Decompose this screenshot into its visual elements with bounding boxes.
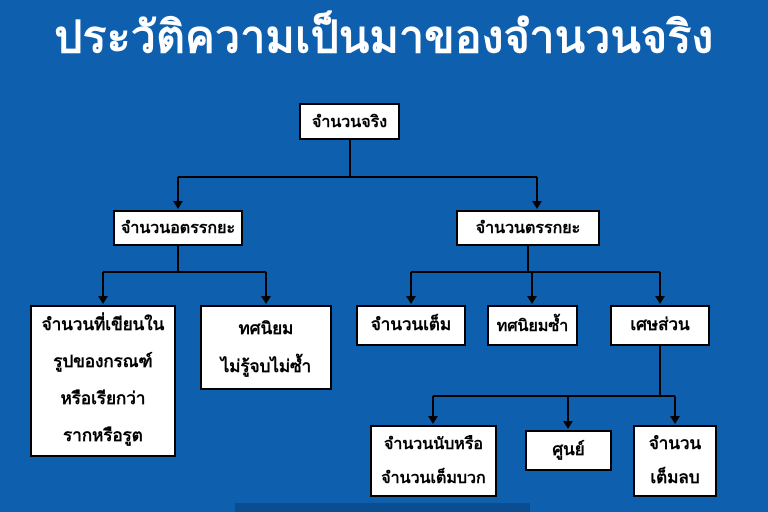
node-label-line: ไม่รู้จบไม่ซ้ำ bbox=[220, 356, 312, 377]
node-label: จำนวนอตรรกยะ bbox=[120, 218, 236, 238]
node-label: เศษส่วน bbox=[630, 315, 690, 336]
node-label: ศูนย์ bbox=[552, 440, 585, 461]
node-label: จำนวนเต็ม bbox=[370, 315, 452, 336]
node-integers: จำนวนเต็ม bbox=[356, 305, 466, 346]
node-label: จำนวนตรรกยะ bbox=[475, 218, 581, 238]
node-real-numbers: จำนวนจริง bbox=[299, 103, 400, 140]
node-label-line: หรือเรียกว่า bbox=[60, 389, 146, 409]
node-repeating-decimal: ทศนิยมซ้ำ bbox=[487, 305, 578, 346]
node-irrational-numbers: จำนวนอตรรกยะ bbox=[113, 210, 243, 246]
node-label-line: จำนวนนับหรือ bbox=[383, 434, 484, 453]
page-title: ประวัติความเป็นมาของจำนวนจริง bbox=[54, 12, 714, 63]
node-nonrepeating-decimal: ทศนิยม ไม่รู้จบไม่ซ้ำ bbox=[200, 305, 332, 390]
node-label: ทศนิยมซ้ำ bbox=[496, 315, 569, 335]
bottom-strip bbox=[235, 503, 530, 512]
node-label-line: จำนวนที่เขียนใน bbox=[41, 315, 165, 335]
node-rational-numbers: จำนวนตรรกยะ bbox=[456, 210, 600, 246]
node-label-line: ทศนิยม bbox=[238, 318, 294, 339]
node-radical-form: จำนวนที่เขียนใน รูปของกรณฑ์ หรือเรียกว่า… bbox=[30, 305, 176, 457]
node-label-line: จำนวนเต็มบวก bbox=[381, 468, 486, 487]
node-negative-integers: จำนวน เต็มลบ bbox=[633, 425, 717, 497]
node-label-line: เต็มลบ bbox=[650, 468, 700, 488]
node-zero: ศูนย์ bbox=[525, 430, 612, 471]
node-label-line: จำนวน bbox=[648, 434, 702, 454]
node-label: จำนวนจริง bbox=[312, 111, 387, 131]
node-label-line: รากหรือรูต bbox=[63, 426, 143, 446]
node-counting-positive-integers: จำนวนนับหรือ จำนวนเต็มบวก bbox=[370, 425, 497, 497]
node-label-line: รูปของกรณฑ์ bbox=[53, 352, 153, 372]
node-fractions: เศษส่วน bbox=[610, 305, 710, 346]
